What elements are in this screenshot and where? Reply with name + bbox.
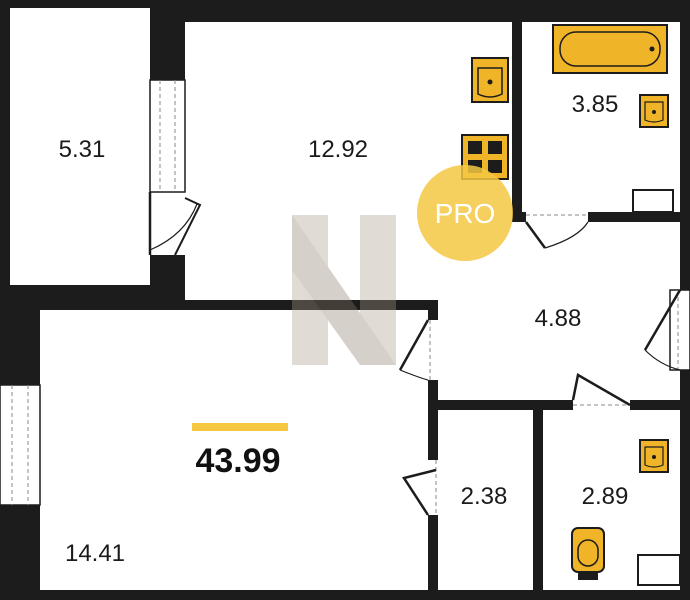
inner-walls [0,10,680,595]
total-area-accent-bar [192,423,288,431]
total-area: 43.99 [192,423,288,480]
door-living [398,319,430,371]
door-bathroom [524,221,547,249]
room-area-living-room: 14.41 [65,540,125,567]
room-labels: 5.31 12.92 3.85 4.88 14.41 2.38 2.89 [59,91,629,567]
watermark-logo-icon [292,215,396,365]
room-area-balcony: 5.31 [59,136,106,163]
door-hallway-right [643,289,682,351]
bathtub-icon [552,24,668,74]
room-area-hallway: 4.88 [535,305,582,332]
room-floors [10,8,681,590]
door-closet [401,468,437,516]
door-toilet [571,373,631,407]
windows [0,79,690,506]
total-area-value: 43.99 [195,442,280,480]
room-area-bathroom: 3.85 [572,91,619,118]
sink-icon [639,439,669,473]
room-area-kitchen: 12.92 [308,136,368,163]
pro-badge-text: PRO [435,198,496,229]
pro-badge: PRO [417,165,513,261]
doors [148,192,682,516]
room-area-toilet: 2.89 [582,483,629,510]
sink-icon [639,94,669,128]
window-lines [11,80,679,515]
room-area-closet: 2.38 [461,483,508,510]
sink-icon [471,57,509,103]
toilet-icon [571,527,605,580]
